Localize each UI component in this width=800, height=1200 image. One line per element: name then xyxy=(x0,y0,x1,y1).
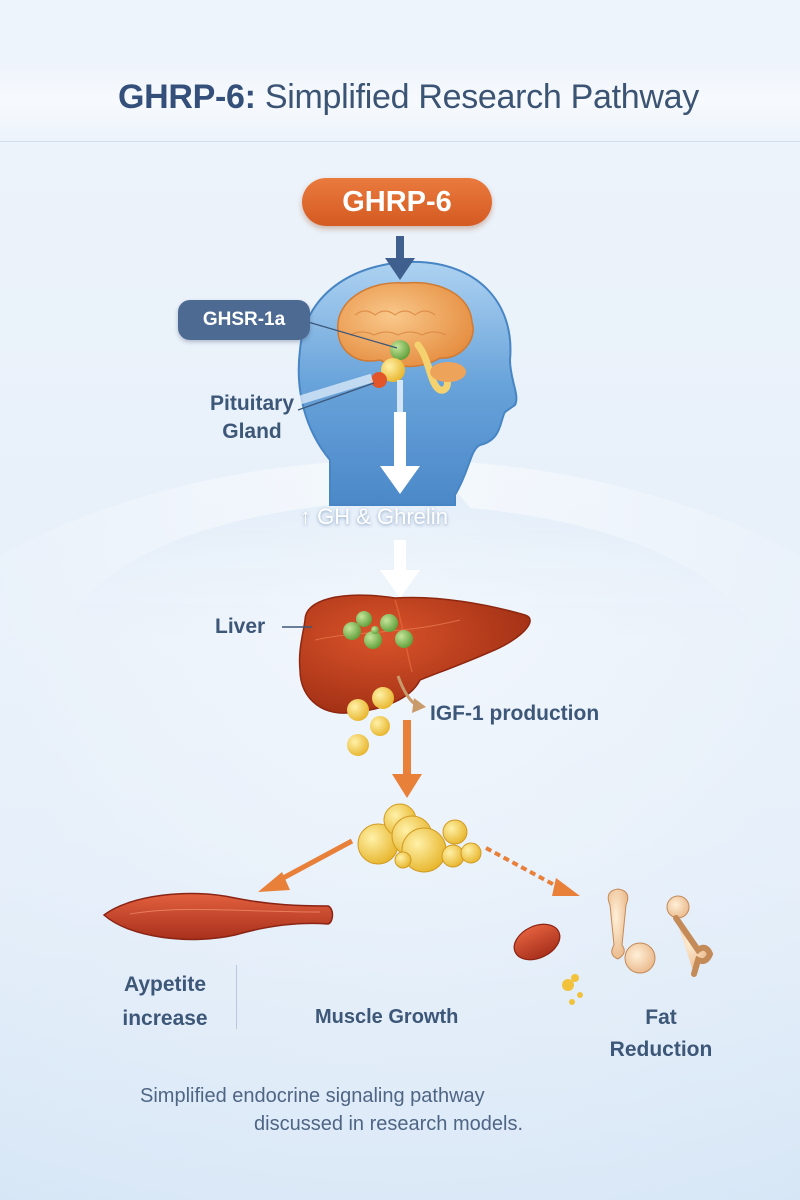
fat-reduction-label: Fat Reduction xyxy=(609,1006,713,1061)
pituitary-label: Pituitary Gland xyxy=(209,392,295,443)
ghrp6-node: GHRP-6 xyxy=(302,178,492,226)
igf1-label: IGF-1 production xyxy=(430,702,600,725)
footer-caption: Simplified endocrine signaling pathway d… xyxy=(140,1082,660,1138)
liver-green-cells xyxy=(343,611,413,649)
muscle-icon xyxy=(102,892,334,941)
arrow-ghrp-to-brain xyxy=(385,236,415,280)
title-band xyxy=(0,60,800,142)
fat-cells-icon xyxy=(357,803,482,873)
arrow-brain-to-gh xyxy=(380,412,420,494)
liver-label: Liver xyxy=(215,615,266,638)
pituitary-dot xyxy=(371,372,387,388)
arrow-igf-to-fat xyxy=(392,720,422,798)
muscle-growth-label: Muscle Growth xyxy=(315,1006,459,1028)
page-title: GHRP-6: Simplified Research Pathway xyxy=(118,78,699,117)
liver-icon xyxy=(298,594,531,714)
gh-ghrelin-label: ↑ GH & Ghrelin xyxy=(300,504,448,529)
igf1-yellow-cells xyxy=(347,687,394,756)
brain-icon xyxy=(337,281,474,394)
title-bold: GHRP-6: xyxy=(118,78,256,116)
footer-line-1: Simplified endocrine signaling pathway xyxy=(140,1085,485,1107)
fat-reduction-icon xyxy=(513,888,714,1005)
pituitary-stalk xyxy=(381,358,405,382)
arrow-fat-to-reduction xyxy=(485,846,580,896)
ghsr1a-receptor-label: GHSR-1a xyxy=(178,300,310,340)
arrow-gh-to-liver xyxy=(380,540,420,598)
footer-line-2: discussed in research models. xyxy=(254,1113,524,1135)
arrow-fat-to-muscle xyxy=(258,838,354,892)
appetite-label: Aypetite increase xyxy=(122,973,208,1030)
title-rest: Simplified Research Pathway xyxy=(255,78,699,116)
outcome-divider xyxy=(236,965,237,1029)
hypothalamus-dot xyxy=(390,340,410,360)
